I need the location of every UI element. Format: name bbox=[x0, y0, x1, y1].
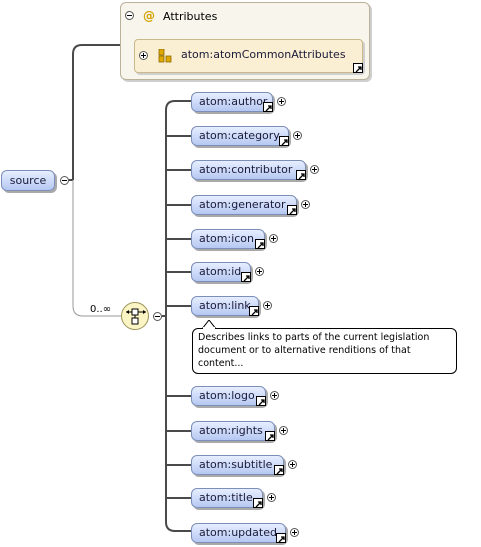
sequence-compositor[interactable] bbox=[121, 302, 149, 330]
child-expand-toggle[interactable] bbox=[263, 301, 272, 310]
reference-arrow-icon bbox=[353, 63, 363, 73]
child-expand-toggle[interactable] bbox=[310, 165, 319, 174]
child-element[interactable]: atom:category bbox=[191, 126, 289, 146]
child-element-label: atom:rights bbox=[199, 424, 263, 437]
reference-arrow-icon bbox=[249, 306, 259, 316]
attribute-group-expand-toggle[interactable] bbox=[139, 51, 148, 60]
tooltip-atom-link: Describes links to parts of the current … bbox=[192, 328, 457, 374]
child-element[interactable]: atom:icon bbox=[191, 229, 265, 249]
tooltip-pointer bbox=[202, 320, 216, 329]
reference-arrow-icon bbox=[255, 239, 265, 249]
tooltip-pointer-cover bbox=[203, 327, 215, 330]
child-expand-toggle[interactable] bbox=[279, 426, 288, 435]
source-element[interactable]: source bbox=[1, 170, 55, 191]
attributes-title: Attributes bbox=[163, 10, 218, 23]
child-expand-toggle[interactable] bbox=[301, 200, 310, 209]
child-element[interactable]: atom:contributor bbox=[191, 160, 306, 180]
child-element-label: atom:author bbox=[199, 95, 268, 108]
child-element-label: atom:title bbox=[199, 491, 253, 504]
connector-sequence-bracket bbox=[165, 100, 191, 532]
child-expand-toggle[interactable] bbox=[255, 267, 264, 276]
child-element[interactable]: atom:author bbox=[191, 92, 273, 112]
child-element-label: atom:icon bbox=[199, 232, 255, 245]
sequence-collapse-toggle[interactable] bbox=[153, 312, 162, 321]
at-sign-icon: @ bbox=[143, 9, 155, 23]
sequence-compositor-icon bbox=[126, 308, 146, 325]
reference-arrow-icon bbox=[274, 465, 284, 475]
child-expand-toggle[interactable] bbox=[270, 391, 279, 400]
attribute-group-icon bbox=[158, 49, 172, 63]
reference-arrow-icon bbox=[253, 498, 263, 508]
child-expand-toggle[interactable] bbox=[288, 460, 297, 469]
child-element-label: atom:logo bbox=[199, 389, 255, 402]
reference-arrow-icon bbox=[256, 396, 266, 406]
child-element[interactable]: atom:generator bbox=[191, 195, 297, 215]
child-element-label: atom:subtitle bbox=[199, 458, 273, 471]
attributes-collapse-toggle[interactable] bbox=[125, 11, 134, 20]
child-element-label: atom:id bbox=[199, 265, 242, 278]
child-expand-toggle[interactable] bbox=[269, 234, 278, 243]
child-expand-toggle[interactable] bbox=[293, 131, 302, 140]
child-element-label: atom:contributor bbox=[199, 163, 293, 176]
child-element-label: atom:category bbox=[199, 129, 280, 142]
child-element[interactable]: atom:rights bbox=[191, 421, 275, 441]
sequence-cardinality: 0..∞ bbox=[90, 304, 112, 315]
reference-arrow-icon bbox=[279, 136, 289, 146]
source-element-label: source bbox=[9, 174, 47, 187]
child-expand-toggle[interactable] bbox=[290, 528, 299, 537]
child-element[interactable]: atom:updated bbox=[191, 523, 286, 543]
child-element[interactable]: atom:id bbox=[191, 262, 251, 282]
attribute-group-label: atom:atomCommonAttributes bbox=[181, 48, 346, 61]
child-element-label: atom:updated bbox=[199, 526, 277, 539]
reference-arrow-icon bbox=[265, 431, 275, 441]
reference-arrow-icon bbox=[241, 272, 251, 282]
child-expand-toggle[interactable] bbox=[277, 97, 286, 106]
connector-to-attributes bbox=[72, 44, 120, 180]
child-element-label: atom:generator bbox=[199, 198, 286, 211]
connector-to-sequence bbox=[72, 180, 121, 317]
source-collapse-toggle[interactable] bbox=[60, 176, 69, 185]
child-element[interactable]: atom:link bbox=[191, 296, 259, 316]
child-element[interactable]: atom:logo bbox=[191, 386, 266, 406]
child-element[interactable]: atom:title bbox=[191, 488, 263, 508]
child-expand-toggle[interactable] bbox=[267, 493, 276, 502]
child-element-label: atom:link bbox=[199, 299, 251, 312]
reference-arrow-icon bbox=[287, 205, 297, 215]
reference-arrow-icon bbox=[263, 102, 273, 112]
attribute-group-atomCommonAttributes[interactable]: atom:atomCommonAttributes bbox=[134, 39, 363, 73]
reference-arrow-icon bbox=[296, 170, 306, 180]
reference-arrow-icon bbox=[276, 533, 286, 543]
child-element[interactable]: atom:subtitle bbox=[191, 455, 284, 475]
tooltip-text: Describes links to parts of the current … bbox=[198, 332, 430, 369]
